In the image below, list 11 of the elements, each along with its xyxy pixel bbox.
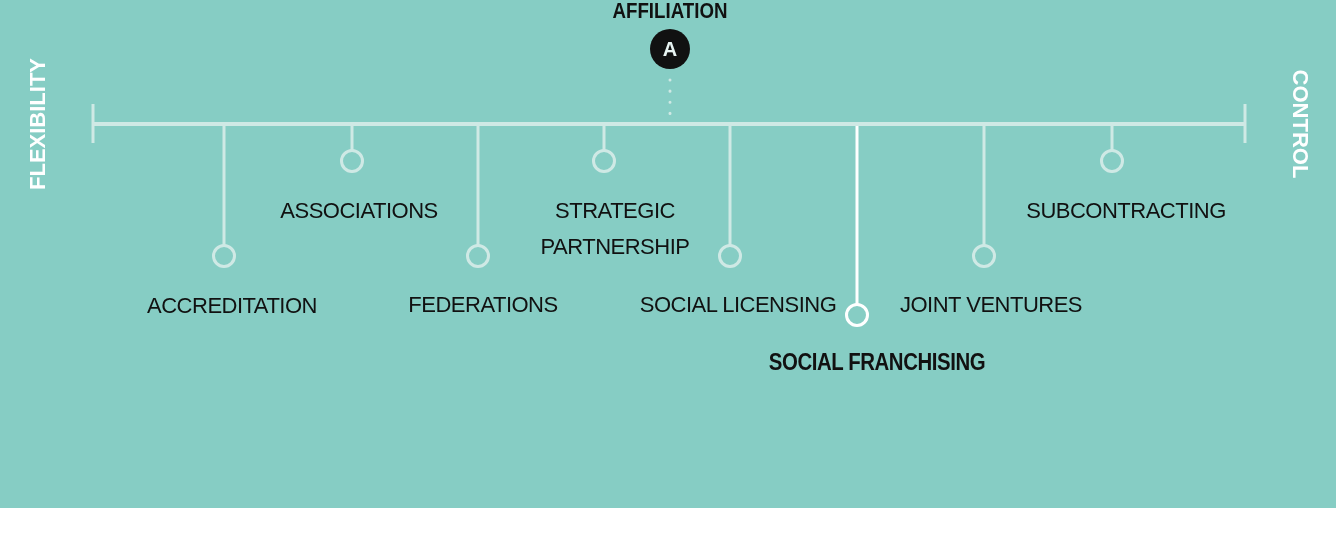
axis-end-label: FLEXIBILITY: [25, 58, 51, 190]
option-label: SUBCONTRACTING: [1026, 197, 1226, 225]
option-label: FEDERATIONS: [408, 291, 558, 319]
option-label: STRATEGIC PARTNERSHIP: [540, 197, 690, 261]
option-label: ASSOCIATIONS: [280, 197, 438, 225]
option-label: SOCIAL LICENSING: [639, 291, 837, 319]
heading: AFFILIATION: [611, 0, 729, 24]
highlighted-option-label: SOCIAL FRANCHISING: [768, 347, 986, 377]
axis-end-label: CONTROL: [1287, 69, 1313, 179]
option-label: JOINT VENTURES: [899, 291, 1083, 319]
option-label: ACCREDITATION: [147, 292, 317, 320]
